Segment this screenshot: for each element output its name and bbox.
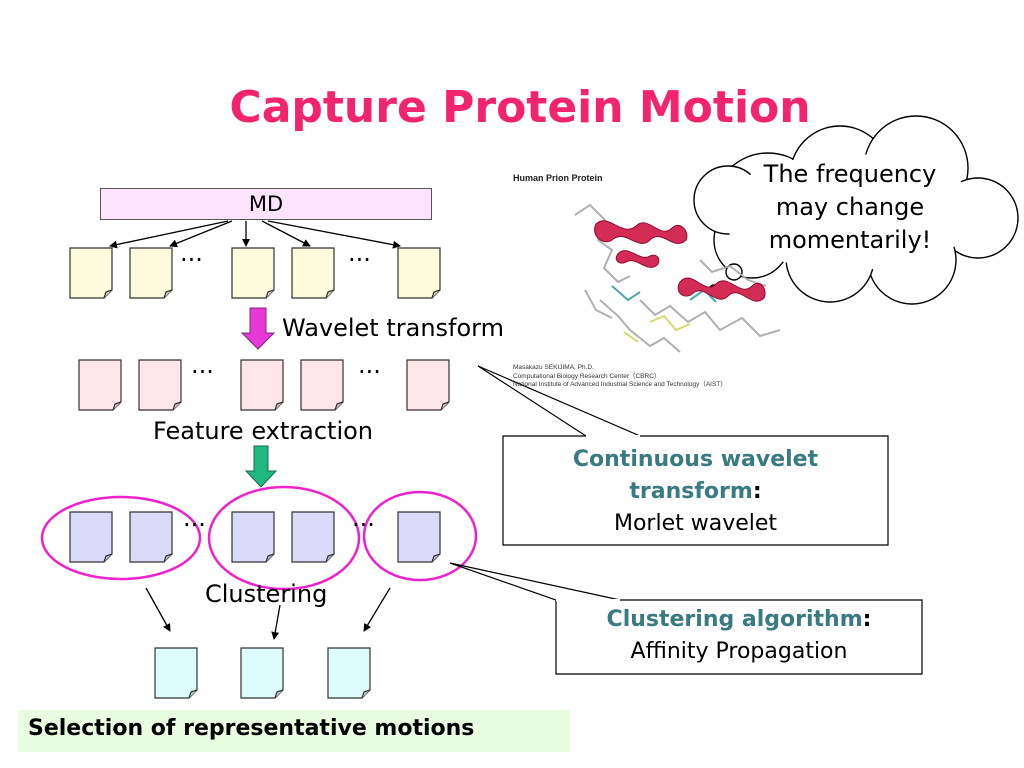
- clustering-callout: [449, 562, 923, 675]
- clustering-callout-line1: Clustering algorithm: [606, 607, 863, 632]
- ellipsis-row1-a: ···: [180, 246, 203, 274]
- wavelet-callout-line3: Morlet wavelet: [613, 511, 778, 536]
- bottom-note: Selection of representative motions: [28, 716, 475, 741]
- cluster-ellipses: [40, 485, 478, 591]
- doc-rep-2: [240, 647, 284, 699]
- cluster-ellipse-1: [40, 495, 202, 581]
- protein-structure-illustration: [574, 203, 781, 353]
- protein-credits: Masakazu SEKIJIMA, Ph.D. Computational B…: [513, 364, 727, 390]
- representative-documents: [154, 647, 371, 699]
- bottom-note-box: [18, 710, 570, 752]
- cluster-ellipse-3: [362, 490, 478, 582]
- wavelet-callout-line2: transform: [629, 479, 753, 504]
- md-arrow-5: [267, 220, 401, 249]
- cluster-arrow-2: [271, 604, 281, 640]
- credit-line-2: Computational Biology Research Center（CB…: [513, 372, 661, 380]
- ellipsis-row2-b: ···: [358, 358, 381, 386]
- credit-line-3: National Institute of Advanced Industria…: [513, 381, 727, 388]
- doc-row2-2: [138, 359, 182, 411]
- row1-documents: [69, 247, 441, 299]
- cluster-ellipse-2: [207, 485, 361, 591]
- cloud-line-1: The frequency: [763, 160, 937, 188]
- doc-row1-1: [69, 247, 113, 299]
- protein-caption: Human Prion Protein: [513, 173, 603, 183]
- ellipsis-row3-b: ···: [352, 511, 375, 539]
- doc-row3-1: [69, 511, 113, 563]
- clustering-label: Clustering: [205, 580, 328, 608]
- cloud-text: The frequency may change momentarily!: [730, 158, 970, 257]
- credit-line-1: Masakazu SEKIJIMA, Ph.D.: [513, 364, 594, 371]
- doc-rep-3: [327, 647, 371, 699]
- doc-row1-4: [291, 247, 335, 299]
- ellipsis-row3-a: ···: [183, 511, 206, 539]
- md-arrow-2: [169, 220, 233, 248]
- doc-row3-3: [231, 511, 275, 563]
- cluster-arrow-1: [145, 587, 171, 632]
- md-fanout-arrows: [109, 220, 401, 249]
- doc-row1-5: [397, 247, 441, 299]
- feature-extraction-label: Feature extraction: [153, 417, 374, 445]
- cluster-arrows: [145, 587, 391, 640]
- doc-row1-3: [231, 247, 275, 299]
- row3-documents: [69, 511, 441, 563]
- md-box: MD: [100, 188, 432, 220]
- md-arrow-4: [261, 220, 311, 247]
- wavelet-callout-line1: Continuous wavelet: [572, 447, 819, 472]
- wavelet-callout-colon: :: [752, 479, 762, 504]
- doc-row1-2: [129, 247, 173, 299]
- cluster-arrow-3: [363, 587, 391, 632]
- doc-row2-5: [406, 359, 450, 411]
- doc-rep-1: [154, 647, 198, 699]
- clustering-callout-colon: :: [862, 607, 872, 632]
- clustering-callout-line2: Affinity Propagation: [630, 639, 848, 664]
- thought-cloud: [693, 115, 1019, 305]
- cloud-line-2: may change: [775, 193, 925, 221]
- clustering-callout-text: Clustering algorithm: Affinity Propagati…: [556, 604, 922, 668]
- wavelet-down-arrow: [240, 307, 276, 350]
- feature-down-arrow: [244, 445, 278, 488]
- wavelet-transform-label: Wavelet transform: [282, 314, 504, 342]
- md-arrow-1: [109, 220, 229, 249]
- row2-documents: [78, 359, 450, 411]
- ellipsis-row2-a: ···: [191, 358, 214, 386]
- doc-row3-4: [291, 511, 335, 563]
- doc-row2-3: [240, 359, 284, 411]
- slide-title: Capture Protein Motion: [229, 82, 811, 133]
- ellipsis-row1-b: ···: [348, 246, 371, 274]
- doc-row3-5: [397, 511, 441, 563]
- doc-row2-1: [78, 359, 122, 411]
- doc-row2-4: [300, 359, 344, 411]
- wavelet-callout-text: Continuous wavelet transform: Morlet wav…: [503, 444, 888, 540]
- cloud-line-3: momentarily!: [768, 226, 932, 254]
- doc-row3-2: [129, 511, 173, 563]
- wavelet-callout: [477, 365, 889, 546]
